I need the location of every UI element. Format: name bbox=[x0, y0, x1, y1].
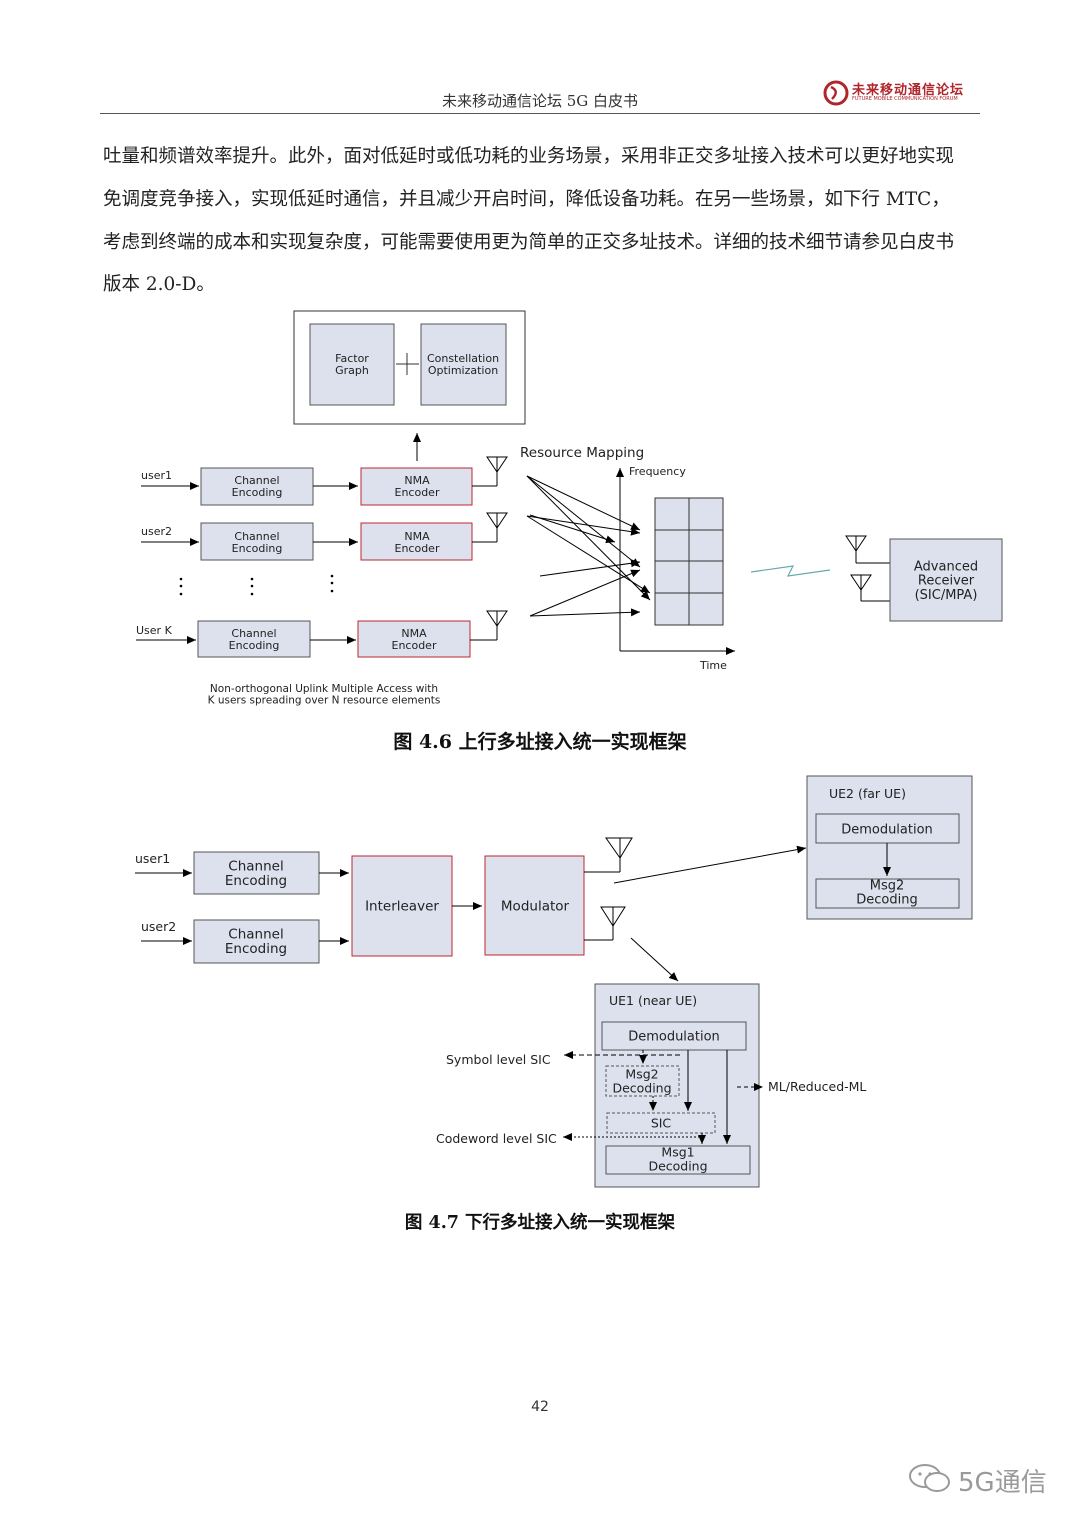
body-line-1: 吐量和频谱效率提升。此外，面对低延时或低功耗的业务场景，采用非正交多址接入技术可… bbox=[103, 146, 955, 167]
ue2-demodulation-box bbox=[815, 813, 960, 844]
watermark-text: 5G通信 bbox=[958, 1468, 1047, 1498]
codeword-level-sic-label: Codeword level SIC bbox=[436, 1131, 557, 1146]
ue2-msg2-decoding-box bbox=[815, 878, 960, 909]
ml-reduced-ml-label: ML/Reduced-ML bbox=[768, 1079, 866, 1094]
logo-chinese-name: 未来移动通信论坛 bbox=[852, 83, 965, 98]
figure-4-6-note: Non-orthogonal Uplink Multiple Access wi… bbox=[208, 683, 441, 707]
constellation-optimization-box bbox=[420, 323, 507, 406]
ue2-title: UE2 (far UE) bbox=[829, 786, 906, 801]
diagram-label: Demodulation bbox=[841, 823, 933, 838]
antenna-icon bbox=[486, 456, 508, 473]
ue1-sic-box bbox=[606, 1112, 716, 1134]
diagram-label: Modulator bbox=[501, 899, 570, 915]
frequency-axis-label: Frequency bbox=[629, 465, 686, 478]
antenna-icon bbox=[486, 512, 508, 529]
userk-label: User K bbox=[136, 624, 173, 637]
user2-label: user2 bbox=[141, 525, 172, 538]
body-line-3: 考虑到终端的成本和实现复杂度，可能需要使用更为简单的正交多址技术。详细的技术细节… bbox=[103, 232, 955, 253]
factor-graph-box bbox=[309, 323, 395, 406]
wechat-icon bbox=[909, 1464, 950, 1492]
nma-encoder-box-k bbox=[357, 620, 471, 658]
forum-logo-icon bbox=[823, 80, 849, 106]
channel-encoding-box-1 bbox=[193, 851, 320, 895]
header-title: 未来移动通信论坛 5G 白皮书 bbox=[441, 92, 639, 110]
figure-4-6-caption: 图 4.6 上行多址接入统一实现框架 bbox=[393, 731, 687, 753]
logo-english-name: FUTURE MOBILE COMMUNICATION FORUM bbox=[852, 96, 958, 102]
time-axis-label: Time bbox=[699, 659, 727, 672]
channel-encoding-box-1 bbox=[200, 467, 314, 506]
symbol-level-sic-label: Symbol level SIC bbox=[446, 1052, 551, 1067]
user2-label: user2 bbox=[141, 919, 176, 934]
ue1-title: UE1 (near UE) bbox=[609, 993, 697, 1008]
page-number: 42 bbox=[531, 1399, 549, 1415]
resource-mapping-label: Resource Mapping bbox=[520, 445, 644, 461]
antenna-icon bbox=[850, 574, 872, 591]
antenna-icon bbox=[486, 610, 508, 627]
ue1-demodulation-box bbox=[601, 1021, 747, 1051]
user1-label: user1 bbox=[135, 851, 170, 866]
interleaver-box bbox=[351, 855, 453, 957]
user1-label: user1 bbox=[141, 469, 172, 482]
nma-encoder-box-2 bbox=[360, 522, 473, 561]
ue1-msg2-decoding-box bbox=[605, 1065, 680, 1097]
modulator-box bbox=[484, 855, 585, 956]
header-rule bbox=[100, 113, 980, 114]
advanced-receiver-box bbox=[889, 538, 1003, 622]
diagram-label: Demodulation bbox=[628, 1030, 720, 1045]
diagram-label: SIC bbox=[651, 1115, 672, 1130]
ellipsis-dots bbox=[179, 574, 334, 596]
ue1-msg1-decoding-box bbox=[605, 1145, 751, 1175]
body-line-2: 免调度竞争接入，实现低延时通信，并且减少开启时间，降低设备功耗。在另一些场景，如… bbox=[103, 189, 950, 210]
body-line-4: 版本 2.0-D。 bbox=[103, 274, 215, 295]
wireless-channel-icon bbox=[750, 565, 831, 577]
antenna-icon bbox=[605, 837, 633, 859]
channel-encoding-box-2 bbox=[193, 919, 320, 964]
figure-4-7-caption: 图 4.7 下行多址接入统一实现框架 bbox=[404, 1213, 676, 1233]
channel-encoding-box-k bbox=[197, 620, 311, 658]
antenna-icon bbox=[845, 535, 867, 552]
diagram-label: Interleaver bbox=[365, 899, 439, 915]
antenna-icon bbox=[600, 906, 626, 927]
